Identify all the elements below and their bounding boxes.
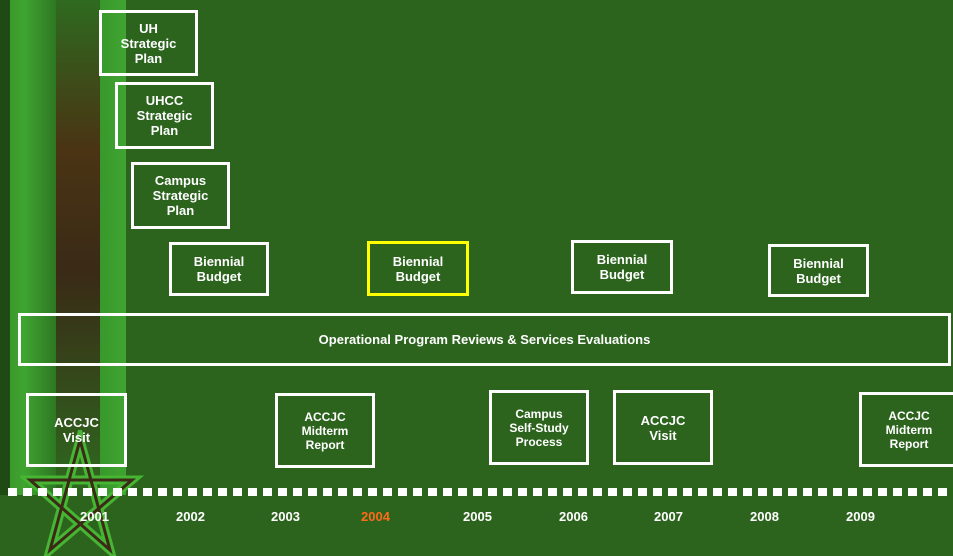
- year-label: 2005: [463, 509, 492, 524]
- uhcc-strategic-plan-box: UHCC Strategic Plan: [115, 82, 214, 149]
- timeline-dashed-line: [8, 488, 953, 496]
- biennial-budget-box-current: Biennial Budget: [367, 241, 469, 296]
- year-label: 2001: [80, 509, 109, 524]
- year-label: 2006: [559, 509, 588, 524]
- year-label: 2002: [176, 509, 205, 524]
- year-label: 2009: [846, 509, 875, 524]
- vertical-band-dark: [56, 0, 100, 495]
- biennial-budget-box: Biennial Budget: [571, 240, 673, 294]
- year-label-current: 2004: [361, 509, 390, 524]
- accjc-visit-box: ACCJC Visit: [26, 393, 127, 467]
- uh-strategic-plan-box: UH Strategic Plan: [99, 10, 198, 76]
- left-border-strip: [0, 0, 10, 495]
- campus-self-study-box: Campus Self-Study Process: [489, 390, 589, 465]
- star-decoration: [20, 430, 145, 556]
- year-label: 2007: [654, 509, 683, 524]
- accjc-midterm-report-box: ACCJC Midterm Report: [859, 392, 953, 467]
- year-label: 2003: [271, 509, 300, 524]
- operational-reviews-bar: Operational Program Reviews & Services E…: [18, 313, 951, 366]
- biennial-budget-box: Biennial Budget: [768, 244, 869, 297]
- campus-strategic-plan-box: Campus Strategic Plan: [131, 162, 230, 229]
- accjc-midterm-report-box: ACCJC Midterm Report: [275, 393, 375, 468]
- biennial-budget-box: Biennial Budget: [169, 242, 269, 296]
- accjc-visit-box: ACCJC Visit: [613, 390, 713, 465]
- year-label: 2008: [750, 509, 779, 524]
